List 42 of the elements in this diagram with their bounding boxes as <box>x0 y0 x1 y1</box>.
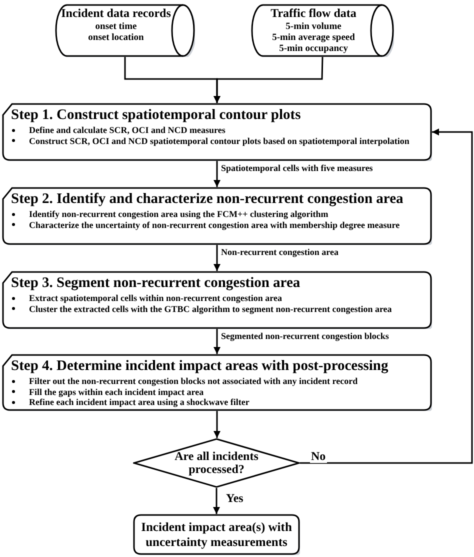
bullet-text: Fill the gaps within each incident impact area <box>29 386 204 397</box>
edge-label: Non-recurrent congestion area <box>220 247 340 258</box>
data-field: onset location <box>88 33 144 44</box>
bullet-text: Identify non-recurrent congestion area using the FCM++ clustering algorithm <box>29 209 328 220</box>
data-field: onset time <box>95 22 137 33</box>
bullet-text: Filter out the non-recurrent congestion blocks not associated with any incident record <box>29 376 358 386</box>
edge-label: Spatiotemporal cells with five measures <box>220 163 374 174</box>
database-title: Incident data records <box>61 6 171 21</box>
arrow <box>214 329 220 354</box>
decision-question: Are all incidents processed? <box>174 450 260 476</box>
step-box <box>2 103 432 161</box>
step-box <box>2 187 432 245</box>
bullet-text: Characterize the uncertainty of non-recurrent congestion area with membership degree measure <box>29 220 400 230</box>
data-field: 5-min volume <box>286 22 342 33</box>
database-cylinder <box>251 4 394 57</box>
step-box <box>2 271 432 329</box>
data-field: 5-min occupancy <box>279 44 348 55</box>
bullet-text: Define and calculate SCR, OCI and NCD measures <box>29 125 226 136</box>
step-heading: Step 1. Construct spatiotemporal contour plots <box>11 107 302 124</box>
arrow <box>214 411 220 438</box>
result-box <box>133 514 300 555</box>
bullet-text: Refine each incident impact area using a shockwave filter <box>29 397 250 408</box>
arrow <box>300 128 473 464</box>
edge-label: No <box>310 449 327 463</box>
edge-label: Yes <box>225 491 244 505</box>
arrow <box>214 161 220 187</box>
edge-label: Segmented non-recurrent congestion blocks <box>220 331 390 342</box>
decision-diamond <box>133 438 300 488</box>
step-box <box>2 354 432 411</box>
bullet-text: Construct SCR, OCI and NCD spatiotemporal contour plots based on spatiotemporal interpolation <box>29 136 410 146</box>
result-text: Incident impact area(s) with uncertainty measurements <box>140 520 293 550</box>
bullet-text: Extract spatiotemporal cells within non-recurrent congestion area <box>29 293 282 304</box>
data-field: 5-min average speed <box>272 33 355 44</box>
arrow <box>213 488 220 514</box>
step-heading: Step 2. Identify and characterize non-recurrent congestion area <box>11 191 404 208</box>
bullet-text: Cluster the extracted cells with the GTBC algorithm to segment non-recurrent congestion area <box>29 304 392 314</box>
database-cylinder <box>55 4 195 57</box>
database-title: Traffic flow data <box>270 6 356 21</box>
arrow <box>214 56 324 103</box>
step-heading: Step 3. Segment non-recurrent congestion area <box>11 275 302 292</box>
arrow <box>214 245 220 271</box>
step-heading: Step 4. Determine incident impact areas with post-processing <box>11 358 390 375</box>
